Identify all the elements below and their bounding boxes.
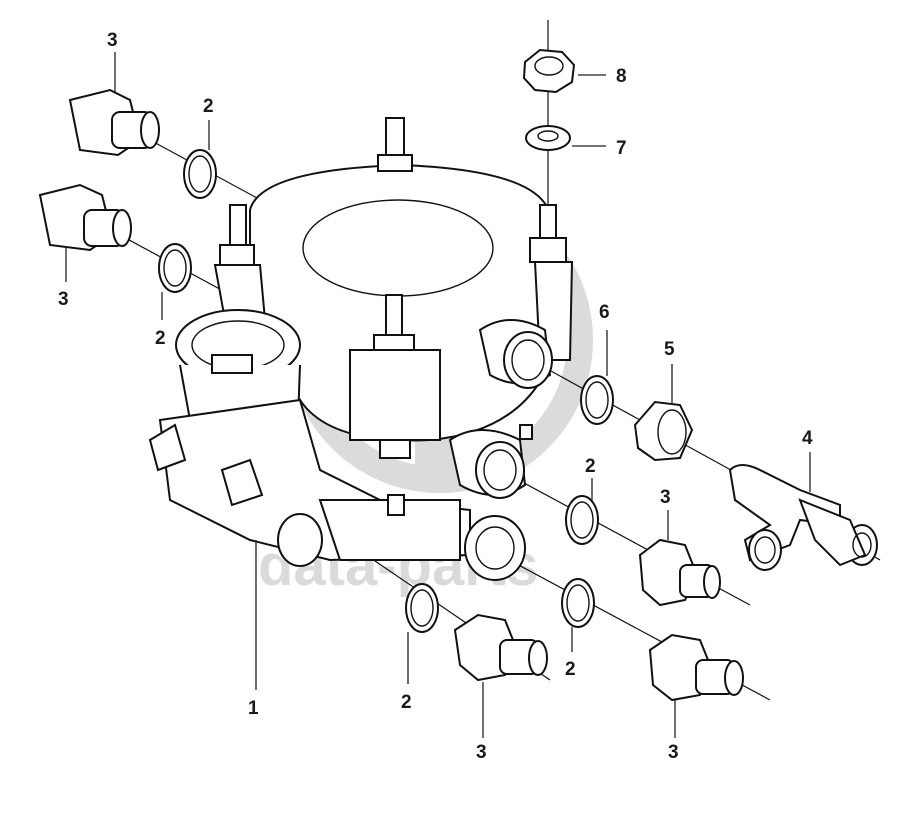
- seal-ring-bottom: [405, 583, 439, 633]
- callout-8: 8: [616, 66, 627, 87]
- fitting-bottom: [453, 613, 548, 682]
- callout-3: 3: [476, 742, 487, 763]
- callout-4: 4: [802, 428, 813, 449]
- callout-6: 6: [599, 302, 610, 323]
- callout-3: 3: [660, 487, 671, 508]
- nut-8: [522, 48, 576, 94]
- fitting-right-upper: [638, 538, 721, 607]
- seal-ring-upper-2: [158, 243, 192, 293]
- washer-7: [525, 125, 571, 151]
- callout-3: 3: [668, 742, 679, 763]
- valve-body: [148, 117, 574, 581]
- fitting-right-lower: [648, 633, 744, 702]
- callout-2: 2: [565, 659, 576, 680]
- seal-ring-upper-1: [183, 149, 217, 199]
- callout-2: 2: [585, 456, 596, 477]
- callout-1: 1: [248, 698, 259, 719]
- seal-ring-right-mid: [565, 495, 599, 545]
- seal-ring-6: [580, 375, 614, 425]
- leader-lines: [65, 52, 811, 738]
- callout-3: 3: [58, 289, 69, 310]
- callout-2: 2: [401, 692, 412, 713]
- callout-5: 5: [664, 339, 675, 360]
- fitting-upper-left-1: [68, 88, 160, 157]
- callout-2: 2: [203, 96, 214, 117]
- nut-5: [633, 400, 694, 462]
- callout-3: 3: [107, 30, 118, 51]
- callouts: 3 2 3 2 8 7 6 5 4 2 3 2 2 3 3 1: [58, 30, 813, 763]
- fitting-upper-left-2: [38, 183, 132, 252]
- seal-ring-right-low: [561, 578, 595, 628]
- tee-fitting-4: [728, 464, 878, 571]
- callout-7: 7: [616, 138, 627, 159]
- callout-2: 2: [155, 328, 166, 349]
